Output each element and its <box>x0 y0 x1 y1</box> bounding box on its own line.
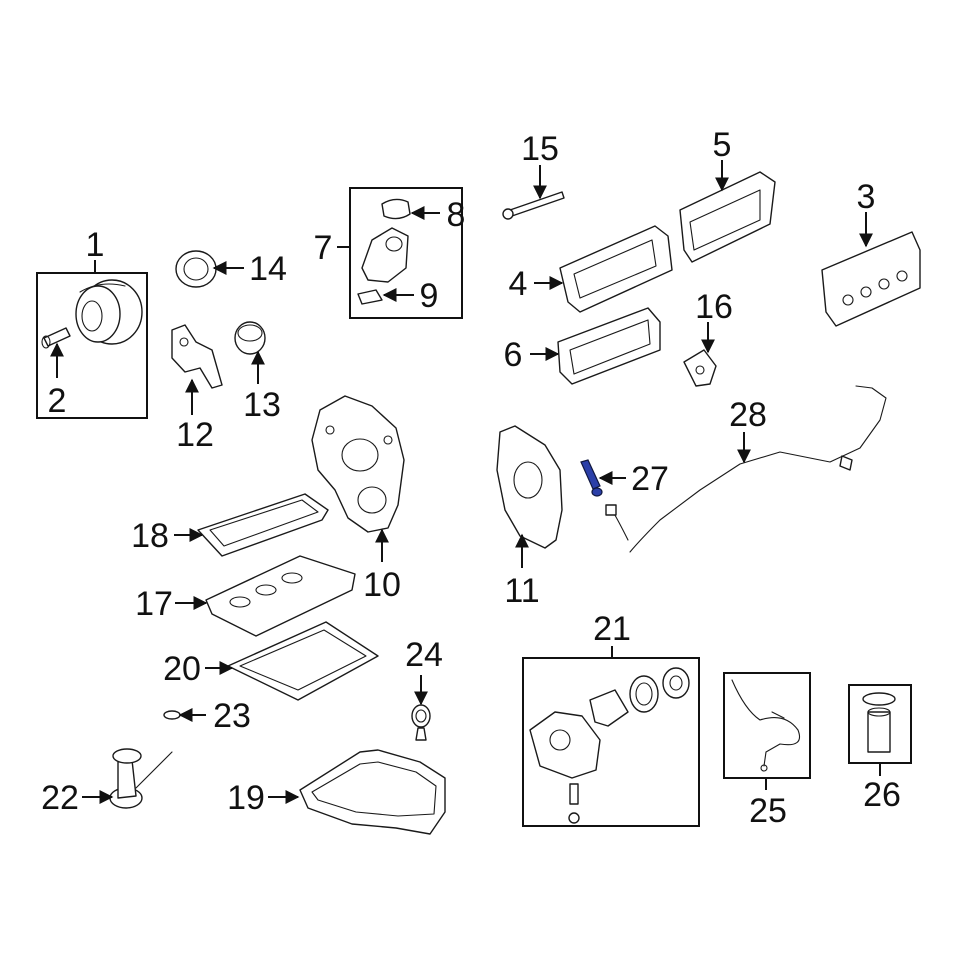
gasket-5-part[interactable] <box>679 171 776 263</box>
callout-3: 3 <box>857 178 876 216</box>
cover-11-part[interactable] <box>496 425 563 549</box>
callout-15: 15 <box>521 130 559 168</box>
sensor-16-part[interactable] <box>683 349 717 387</box>
seal-ring-part[interactable] <box>234 321 266 355</box>
tube-28-part[interactable] <box>605 385 887 553</box>
callout-labels: 1 2 3 4 5 6 7 8 9 10 11 12 13 14 15 16 1… <box>41 126 901 830</box>
group-box-7 <box>349 187 463 319</box>
callout-14: 14 <box>249 250 287 288</box>
callout-9: 9 <box>420 277 439 315</box>
callout-13: 13 <box>243 386 281 424</box>
bolt-27-part[interactable] <box>580 459 603 497</box>
callout-28: 28 <box>729 396 767 434</box>
front-seal-part[interactable] <box>175 250 217 288</box>
filter-26-part[interactable] <box>862 692 896 753</box>
pulley-bolt-part[interactable] <box>41 327 71 349</box>
callout-4: 4 <box>509 265 528 303</box>
callout-18: 18 <box>131 517 169 555</box>
timing-cover-10-part[interactable] <box>311 395 405 533</box>
housing-8-part[interactable] <box>381 198 411 220</box>
valve-cover-4-part[interactable] <box>559 225 673 313</box>
windage-tray-17-part[interactable] <box>205 555 356 637</box>
callout-23: 23 <box>213 697 251 735</box>
callout-7: 7 <box>314 229 333 267</box>
tube-22-part[interactable] <box>109 748 173 809</box>
fitting-24-part[interactable] <box>411 704 431 741</box>
group-box-25 <box>723 672 811 779</box>
callout-17: 17 <box>135 585 173 623</box>
housing-7-part[interactable] <box>361 227 409 283</box>
group-box-1 <box>36 272 148 419</box>
gasket-9-part[interactable] <box>357 289 383 305</box>
oil-pan-19-part[interactable] <box>299 749 446 835</box>
tube-25-part[interactable] <box>731 679 801 772</box>
valve-cover-3-part[interactable] <box>821 231 921 327</box>
callout-26: 26 <box>863 776 901 814</box>
oil-pump-21-part[interactable] <box>529 667 690 824</box>
callout-24: 24 <box>405 636 443 674</box>
gasket-20-part[interactable] <box>227 621 379 701</box>
callout-8: 8 <box>447 196 466 234</box>
callout-11: 11 <box>504 572 539 610</box>
o-ring-23-part[interactable] <box>163 710 181 720</box>
callout-12: 12 <box>176 416 214 454</box>
callout-16: 16 <box>695 288 733 326</box>
bolt-15-part[interactable] <box>502 191 565 220</box>
gasket-12-part[interactable] <box>171 324 223 389</box>
callout-20: 20 <box>163 650 201 688</box>
gasket-6-part[interactable] <box>557 307 661 385</box>
callout-25: 25 <box>749 792 787 830</box>
callout-21: 21 <box>593 610 631 648</box>
crankshaft-pulley-part[interactable] <box>75 279 143 345</box>
callout-6: 6 <box>504 336 523 374</box>
gasket-18-part[interactable] <box>197 493 329 557</box>
callout-10: 10 <box>363 566 401 604</box>
callout-19: 19 <box>227 779 265 817</box>
callout-5: 5 <box>713 126 732 164</box>
callout-27: 27 <box>631 460 669 498</box>
callout-2: 2 <box>48 382 67 420</box>
leader-lines <box>50 160 881 804</box>
callout-22: 22 <box>41 779 79 817</box>
callout-1: 1 <box>86 226 105 264</box>
